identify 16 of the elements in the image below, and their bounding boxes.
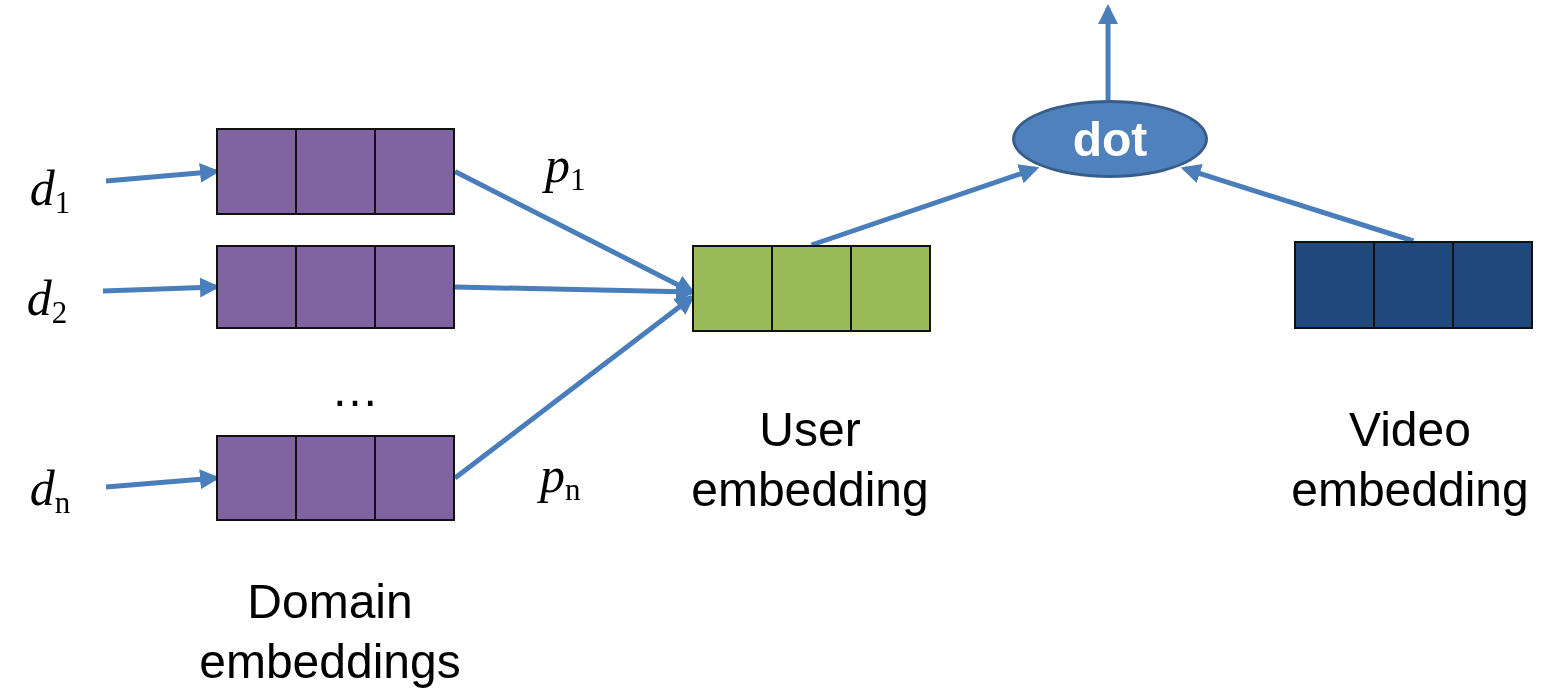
domain-symbol: d$_{n}$ bbox=[15, 460, 85, 520]
arrow bbox=[810, 164, 1040, 248]
embedding-vector bbox=[216, 435, 455, 521]
caption: Domain embeddings bbox=[198, 574, 462, 690]
domain-symbol: d$_{2}$ bbox=[12, 270, 82, 330]
domain-symbol: d$_{1}$ bbox=[15, 160, 85, 220]
embedding-vector bbox=[1294, 241, 1533, 329]
dot-product-ellipse: dot bbox=[1012, 100, 1208, 178]
node-label: Video embedding bbox=[1290, 402, 1530, 518]
embedding-vector bbox=[216, 128, 455, 215]
embedding-vector bbox=[692, 245, 931, 332]
node-label: User embedding bbox=[690, 402, 930, 518]
embedding-vector bbox=[216, 245, 455, 329]
arrow bbox=[1098, 4, 1119, 100]
ellipsis: … bbox=[330, 362, 380, 418]
arrow bbox=[1180, 163, 1415, 244]
